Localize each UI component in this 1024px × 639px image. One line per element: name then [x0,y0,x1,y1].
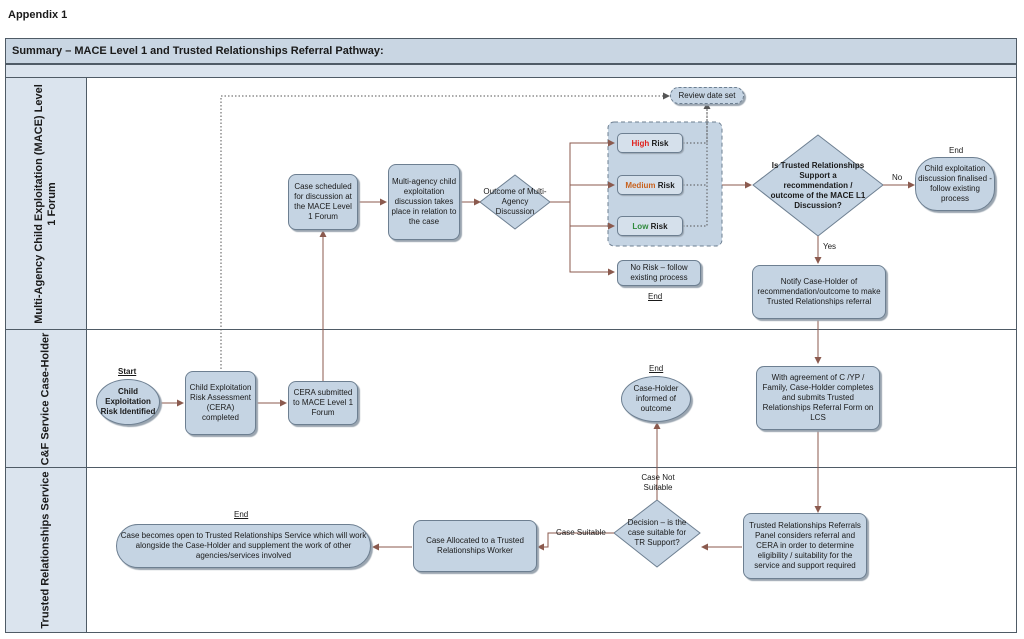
node-discussion-finalised: Child exploitation discussion finalised … [915,157,995,211]
node-risk-identified: Child Exploitation Risk Identified [96,379,160,425]
not-suitable-label: Case Not Suitable [641,473,675,492]
node-suitable-decision-text: Decision – is the case suitable for TR S… [627,518,687,547]
node-outcome-text: Outcome of Multi-Agency Discussion [483,187,547,216]
arrow-to-no-risk [569,226,615,276]
arrow-to-medium [550,181,615,203]
title-sub-band [5,64,1017,78]
arrow-to-low [550,201,615,230]
start-label: Start [118,367,137,376]
node-cera-submitted: CERA submitted to MACE Level 1 Forum [288,381,358,425]
node-cera-completed: Child Exploitation Risk Assessment (CERA… [185,371,256,435]
outcome-diamond [479,174,551,230]
suitable-label: Case Suitable [556,528,606,537]
diagram-title: Summary – MACE Level 1 and Trusted Relat… [5,38,1017,64]
no-risk-end-label: End [648,292,663,301]
medium-word: Medium [625,180,656,190]
high-word: High [631,138,650,148]
node-referrals-panel: Trusted Relationships Referrals Panel co… [743,513,867,579]
dotted-low-to-review [683,102,711,227]
lane-mace: Multi-Agency Child Exploitation (MACE) L… [5,78,1017,330]
dotted-review-to-cera [220,92,670,369]
yes-branch-label: Yes [823,242,837,251]
no-branch-label: No [892,173,903,182]
high-risk-word: Risk [651,138,669,148]
low-word: Low [632,221,649,231]
node-notify-caseholder: Notify Case-Holder of recommendation/out… [752,265,886,319]
lane-trs: Trusted Relationships Service [5,468,1017,633]
node-referral-form: With agreement of C /YP / Family, Case-H… [756,366,880,430]
suitable-decision-diamond [613,499,701,568]
appendix-heading: Appendix 1 [8,9,68,21]
dotted-high-to-review [683,103,708,144]
node-no-risk: No Risk – follow existing process [617,260,701,286]
lane-label-trs: Trusted Relationships Service [6,468,87,632]
node-caseholder-informed: Case-Holder informed of outcome [621,376,691,422]
node-case-scheduled: Case scheduled for discussion at the MAC… [288,174,358,230]
lane-label-mace: Multi-Agency Child Exploitation (MACE) L… [6,78,87,329]
node-high-risk: High Risk [617,133,683,153]
node-case-allocated: Case Allocated to a Trusted Relationship… [413,520,537,572]
node-medium-risk: Medium Risk [617,175,683,195]
lane-label-caseholder: C&F Service Case-Holder [6,330,87,467]
end-informed-label: End [649,364,664,373]
end-bottom-label: End [234,510,249,519]
lane-caseholder: C&F Service Case-Holder [5,330,1017,468]
arrow-to-high [550,139,615,203]
node-case-open: Case becomes open to Trusted Relationshi… [116,524,371,568]
medium-risk-word: Risk [657,180,675,190]
low-risk-word: Risk [650,221,668,231]
end-top-label: End [949,146,964,155]
node-multiagency-discussion: Multi-agency child exploitation discussi… [388,164,460,240]
node-tr-decision-text: Is Trusted Relationships Support a recom… [770,161,866,210]
arrow-decision-suitable [537,532,614,551]
node-low-risk: Low Risk [617,216,683,236]
node-review-date: Review date set [670,87,744,104]
